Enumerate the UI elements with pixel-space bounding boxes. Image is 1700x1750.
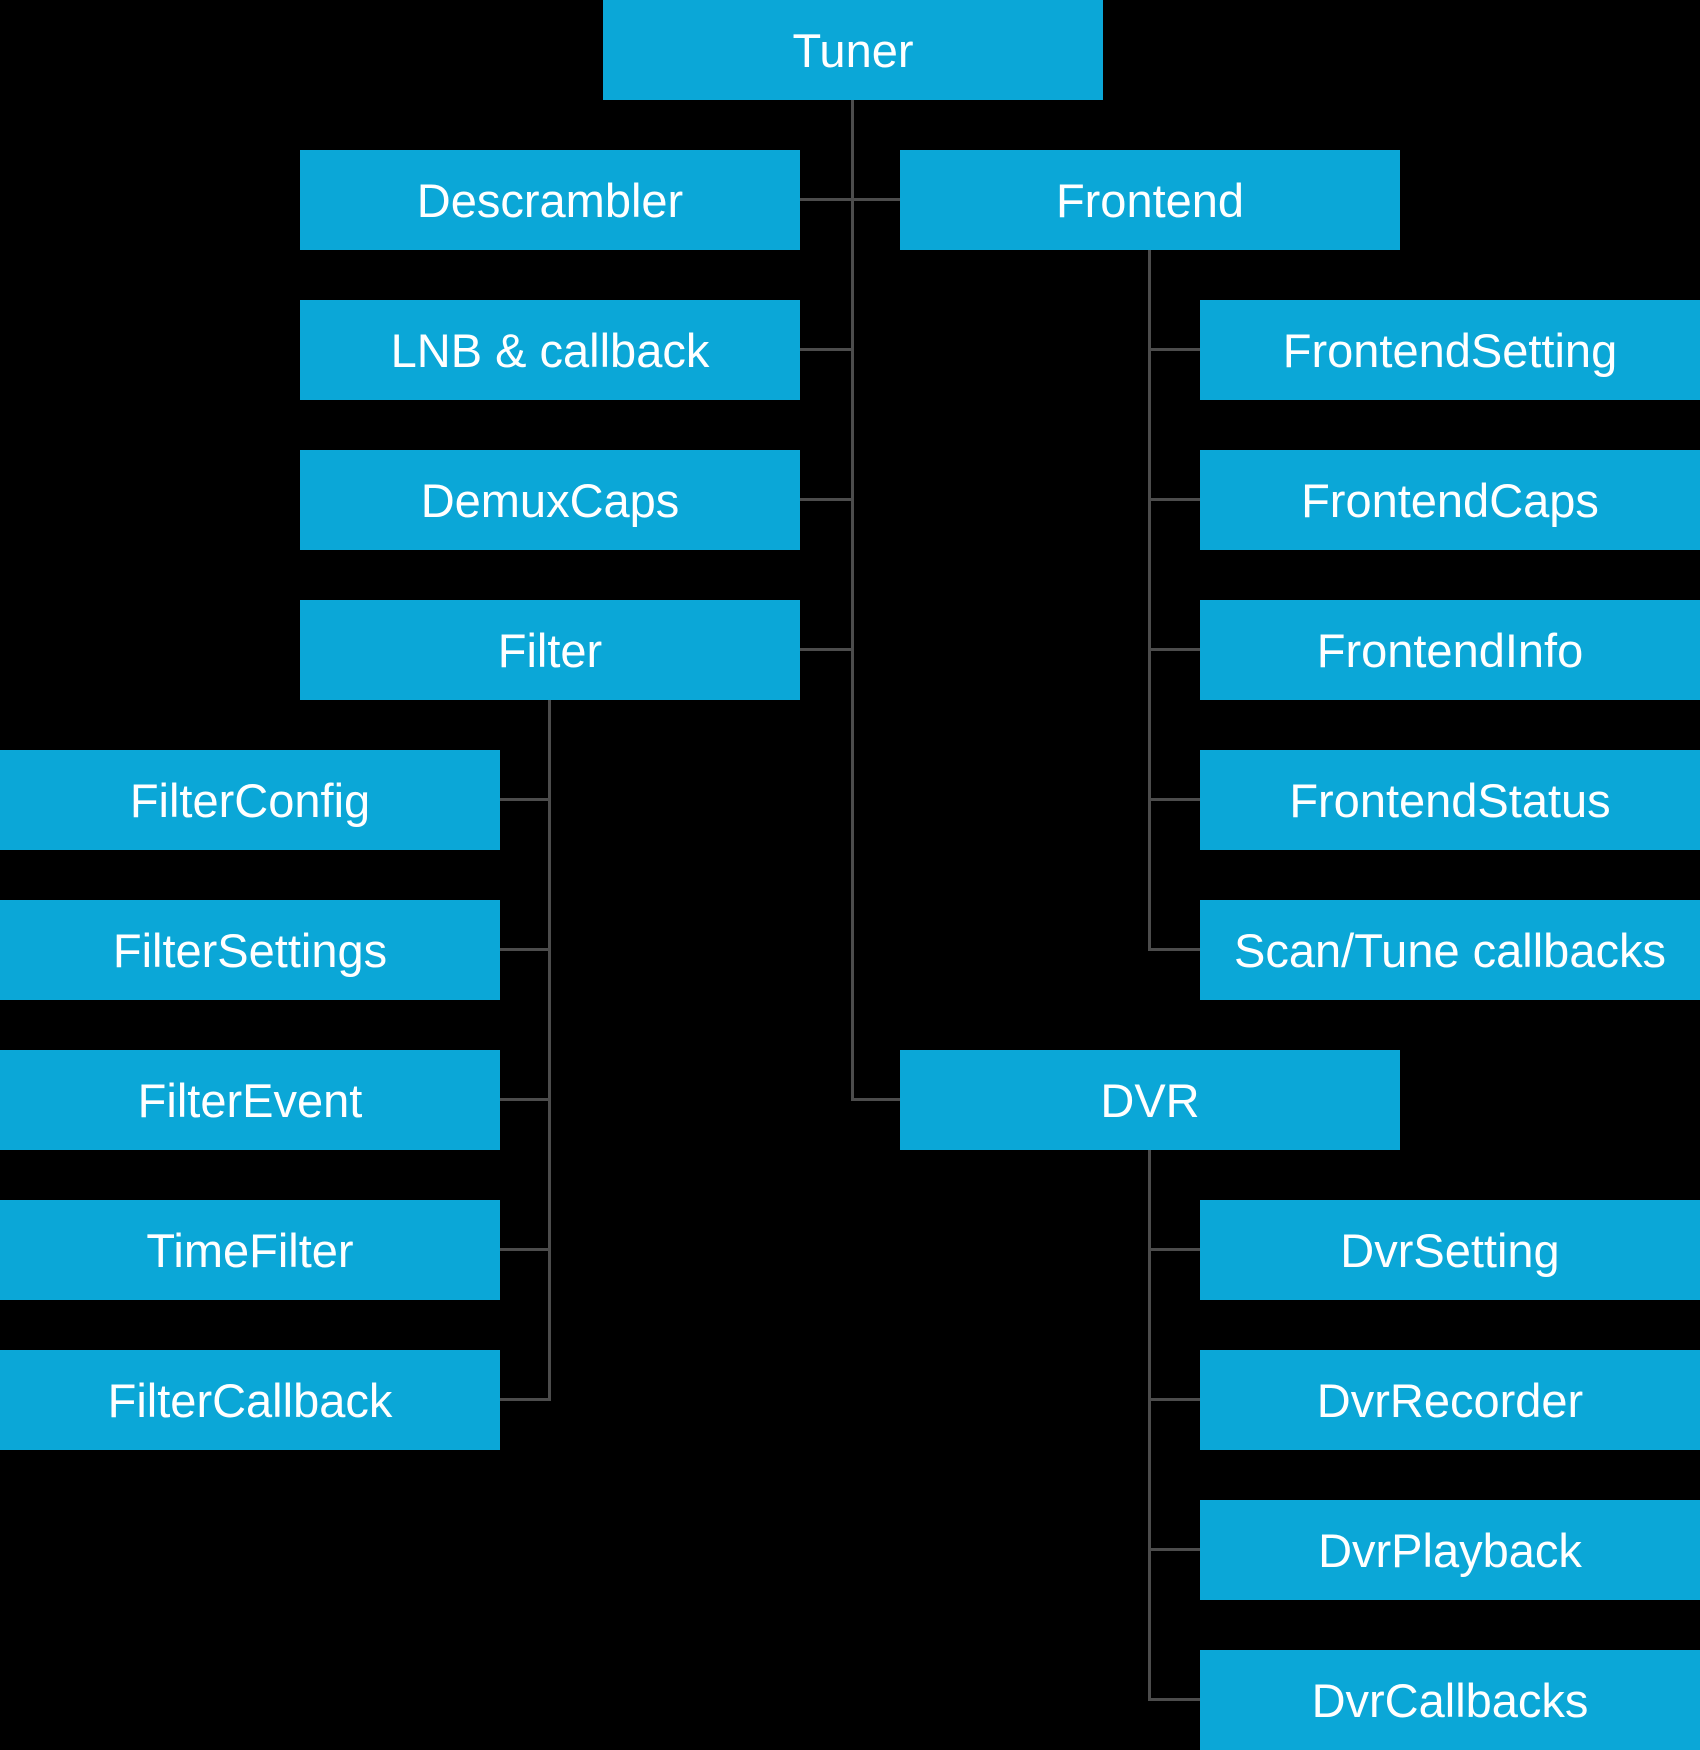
connector-tuner-trunk [851,100,854,1100]
connector-dvr-playback-stub [1148,1548,1200,1551]
connector-dvr-recorder-stub [1148,1398,1200,1401]
node-tuner: Tuner [603,0,1103,100]
node-filter-callback: FilterCallback [0,1350,500,1450]
connector-dvr-trunk [1148,1150,1151,1701]
connector-lnb-callback-stub [800,348,854,351]
connector-dvr-setting-stub [1148,1248,1200,1251]
node-filter-config: FilterConfig [0,750,500,850]
connector-frontend-info-stub [1148,648,1200,651]
node-dvr-recorder: DvrRecorder [1200,1350,1700,1450]
connector-scan-tune-callbacks-stub [1148,948,1200,951]
connector-filter-config-stub [500,798,551,801]
node-frontend-info: FrontendInfo [1200,600,1700,700]
node-lnb-callback: LNB & callback [300,300,800,400]
node-descrambler: Descrambler [300,150,800,250]
node-frontend-status: FrontendStatus [1200,750,1700,850]
node-demux-caps: DemuxCaps [300,450,800,550]
connector-descrambler-frontend [800,198,900,201]
connector-frontend-trunk [1148,250,1151,950]
node-dvr-playback: DvrPlayback [1200,1500,1700,1600]
connector-dvr-callbacks-stub [1148,1698,1200,1701]
node-dvr-setting: DvrSetting [1200,1200,1700,1300]
node-filter-event: FilterEvent [0,1050,500,1150]
node-scan-tune-callbacks: Scan/Tune callbacks [1200,900,1700,1000]
node-filter-settings: FilterSettings [0,900,500,1000]
connector-time-filter-stub [500,1248,551,1251]
connector-filter-trunk [548,700,551,1401]
connector-demux-caps-stub [800,498,854,501]
node-dvr: DVR [900,1050,1400,1150]
connector-filter-settings-stub [500,948,551,951]
connector-frontend-status-stub [1148,798,1200,801]
node-time-filter: TimeFilter [0,1200,500,1300]
connector-frontend-caps-stub [1148,498,1200,501]
connector-filter-event-stub [500,1098,551,1101]
node-frontend: Frontend [900,150,1400,250]
node-frontend-caps: FrontendCaps [1200,450,1700,550]
node-frontend-setting: FrontendSetting [1200,300,1700,400]
connector-filter-stub [800,648,854,651]
node-dvr-callbacks: DvrCallbacks [1200,1650,1700,1750]
connector-filter-callback-stub [500,1398,551,1401]
connector-dvr-stub [851,1098,900,1101]
node-filter: Filter [300,600,800,700]
connector-frontend-setting-stub [1148,348,1200,351]
